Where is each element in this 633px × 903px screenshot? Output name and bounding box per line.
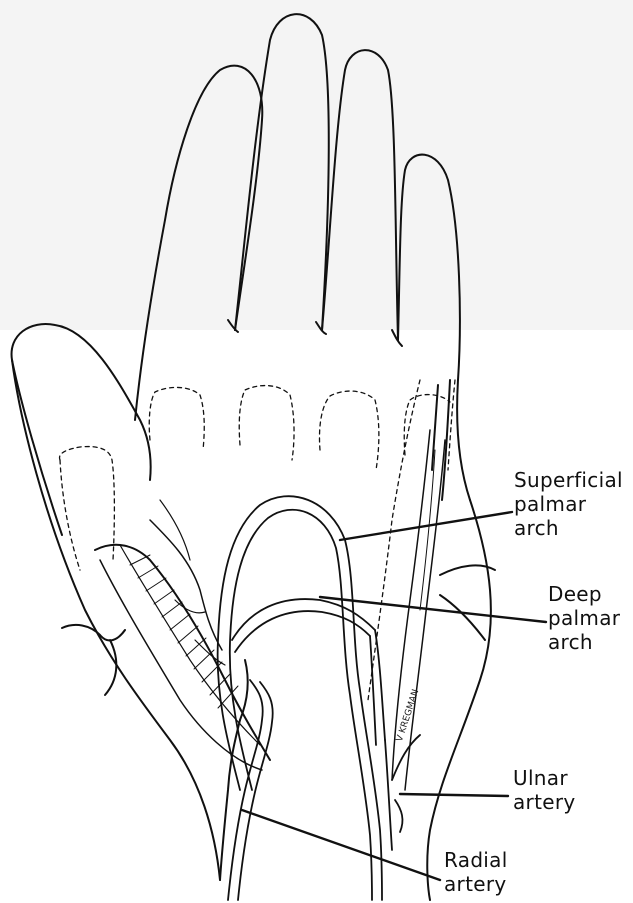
thumb-outline xyxy=(12,324,151,535)
finger-crease-2 xyxy=(316,322,326,334)
leader-superficial xyxy=(340,512,512,540)
index-finger-outline xyxy=(135,66,262,420)
middle-finger-outline xyxy=(235,14,329,330)
deep-palmar-arch xyxy=(232,599,385,745)
label-deep-palmar-arch: Deep palmar arch xyxy=(548,582,620,654)
metacarpal-outlines xyxy=(60,380,455,700)
label-ulnar-artery: Ulnar artery xyxy=(513,766,575,814)
ulnar-artery xyxy=(385,735,420,850)
thumb-outer xyxy=(12,360,220,880)
ring-finger-outline xyxy=(322,50,398,340)
muscle-hatching xyxy=(130,555,238,708)
wrist-left xyxy=(220,720,240,880)
superficial-palmar-arch xyxy=(218,496,382,900)
leader-ulnar xyxy=(400,794,508,796)
ulnar-edge xyxy=(427,500,491,900)
leader-lines xyxy=(242,512,546,880)
leader-radial xyxy=(242,810,440,880)
label-radial-artery: Radial artery xyxy=(444,848,508,896)
label-superficial-palmar-arch: Superficial palmar arch xyxy=(514,468,623,540)
